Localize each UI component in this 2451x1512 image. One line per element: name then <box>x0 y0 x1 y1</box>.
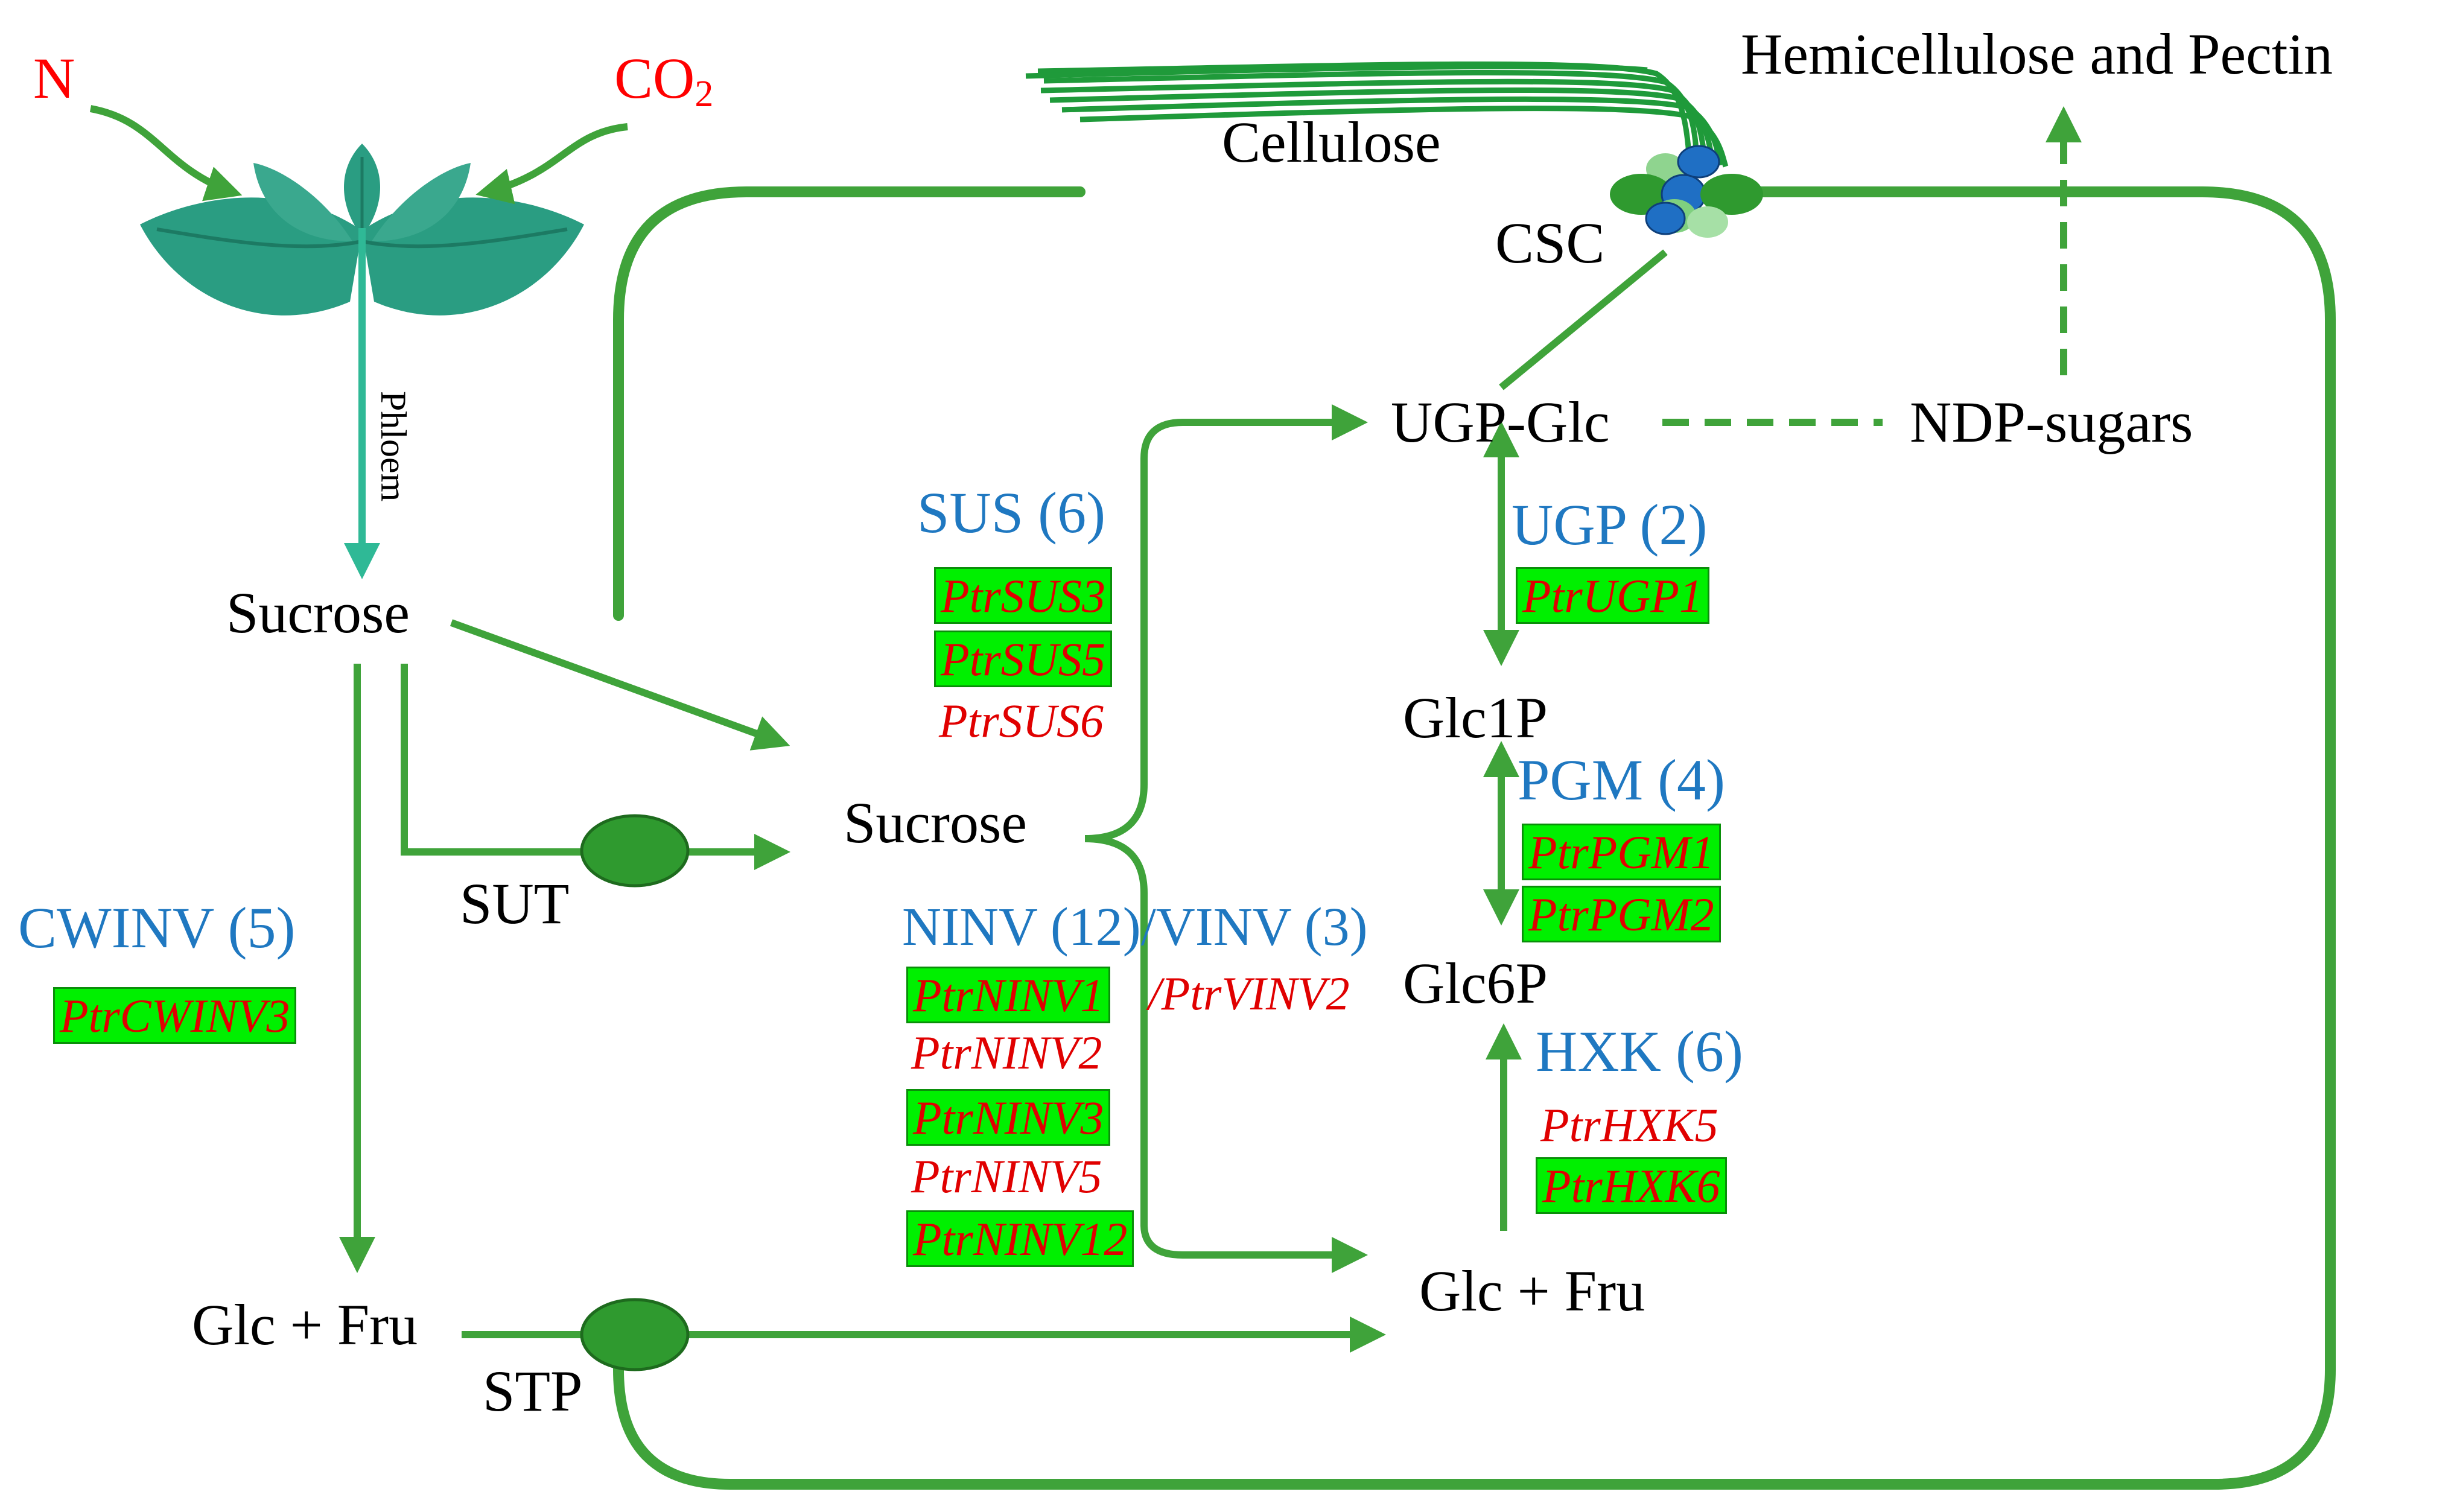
gene-ptrninv3: PtrNINV3 <box>906 1089 1111 1146</box>
nitrogen-label: N <box>33 46 75 110</box>
gene-ptrvinv2: /PtrVINV2 <box>1148 967 1350 1020</box>
plant-illustration <box>140 144 584 579</box>
sut-transporter <box>580 814 690 888</box>
cellulose-fibers <box>1025 61 1729 168</box>
sus-enzyme-label: SUS (6) <box>917 480 1106 545</box>
sucrose-outside-label: Sucrose <box>226 580 410 645</box>
phloem-label: Phloem <box>374 391 413 502</box>
pgm-enzyme-label: PGM (4) <box>1518 748 1726 812</box>
gene-ptrhxk5: PtrHXK5 <box>1540 1099 1718 1151</box>
glc1p-label: Glc1P <box>1403 685 1548 750</box>
cwinv-enzyme-label: CWINV (5) <box>18 895 296 960</box>
cell-outline <box>613 186 2336 1490</box>
sucrose-inside-label: Sucrose <box>844 790 1027 855</box>
hemicellulose-pectin-label: Hemicellulose and Pectin <box>1741 22 2333 86</box>
gene-ptrsus5: PtrSUS5 <box>934 631 1112 687</box>
gene-ptrninv2: PtrNINV2 <box>911 1026 1102 1079</box>
pathway-arrows <box>339 106 2082 1353</box>
ndp-sugars-label: NDP-sugars <box>1910 390 2193 454</box>
arrow-co2-to-plant <box>475 123 628 205</box>
stp-label: STP <box>483 1359 583 1423</box>
gene-ptrpgm2: PtrPGM2 <box>1522 886 1721 942</box>
arrow-n-to-plant <box>89 105 243 202</box>
gene-ptrhxk6: PtrHXK6 <box>1536 1157 1727 1214</box>
co2-label: CO2 <box>614 49 713 113</box>
hxk-enzyme-label: HXK (6) <box>1536 1019 1743 1084</box>
cellulose-label: Cellulose <box>1222 110 1441 174</box>
gene-ptrpgm1: PtrPGM1 <box>1522 824 1721 880</box>
gene-ptrninv1: PtrNINV1 <box>906 967 1111 1023</box>
gene-ptrninv5: PtrNINV5 <box>911 1150 1102 1202</box>
glc6p-label: Glc6P <box>1403 951 1548 1015</box>
stp-transporter <box>580 1298 690 1371</box>
gene-ptrsus6: PtrSUS6 <box>939 694 1104 747</box>
glc-fru-outside-label: Glc + Fru <box>192 1292 418 1357</box>
ugp-enzyme-label: UGP (2) <box>1512 492 1708 557</box>
gene-ptrninv12: PtrNINV12 <box>906 1210 1134 1267</box>
co2-subscript: 2 <box>695 74 714 115</box>
csc-label: CSC <box>1495 211 1605 275</box>
ugp-glc-label: UGP-Glc <box>1391 390 1610 454</box>
gene-ptrugp1: PtrUGP1 <box>1516 567 1709 624</box>
csc-complex <box>1610 145 1763 238</box>
co2-base: CO <box>614 46 695 110</box>
gene-ptrcwinv3: PtrCWINV3 <box>53 987 297 1044</box>
ninv-vinv-enzyme-label: NINV (12)/VINV (3) <box>902 897 1368 957</box>
glc-fru-inside-label: Glc + Fru <box>1419 1259 1645 1323</box>
gene-ptrsus3: PtrSUS3 <box>934 567 1112 624</box>
sut-label: SUT <box>460 871 570 936</box>
